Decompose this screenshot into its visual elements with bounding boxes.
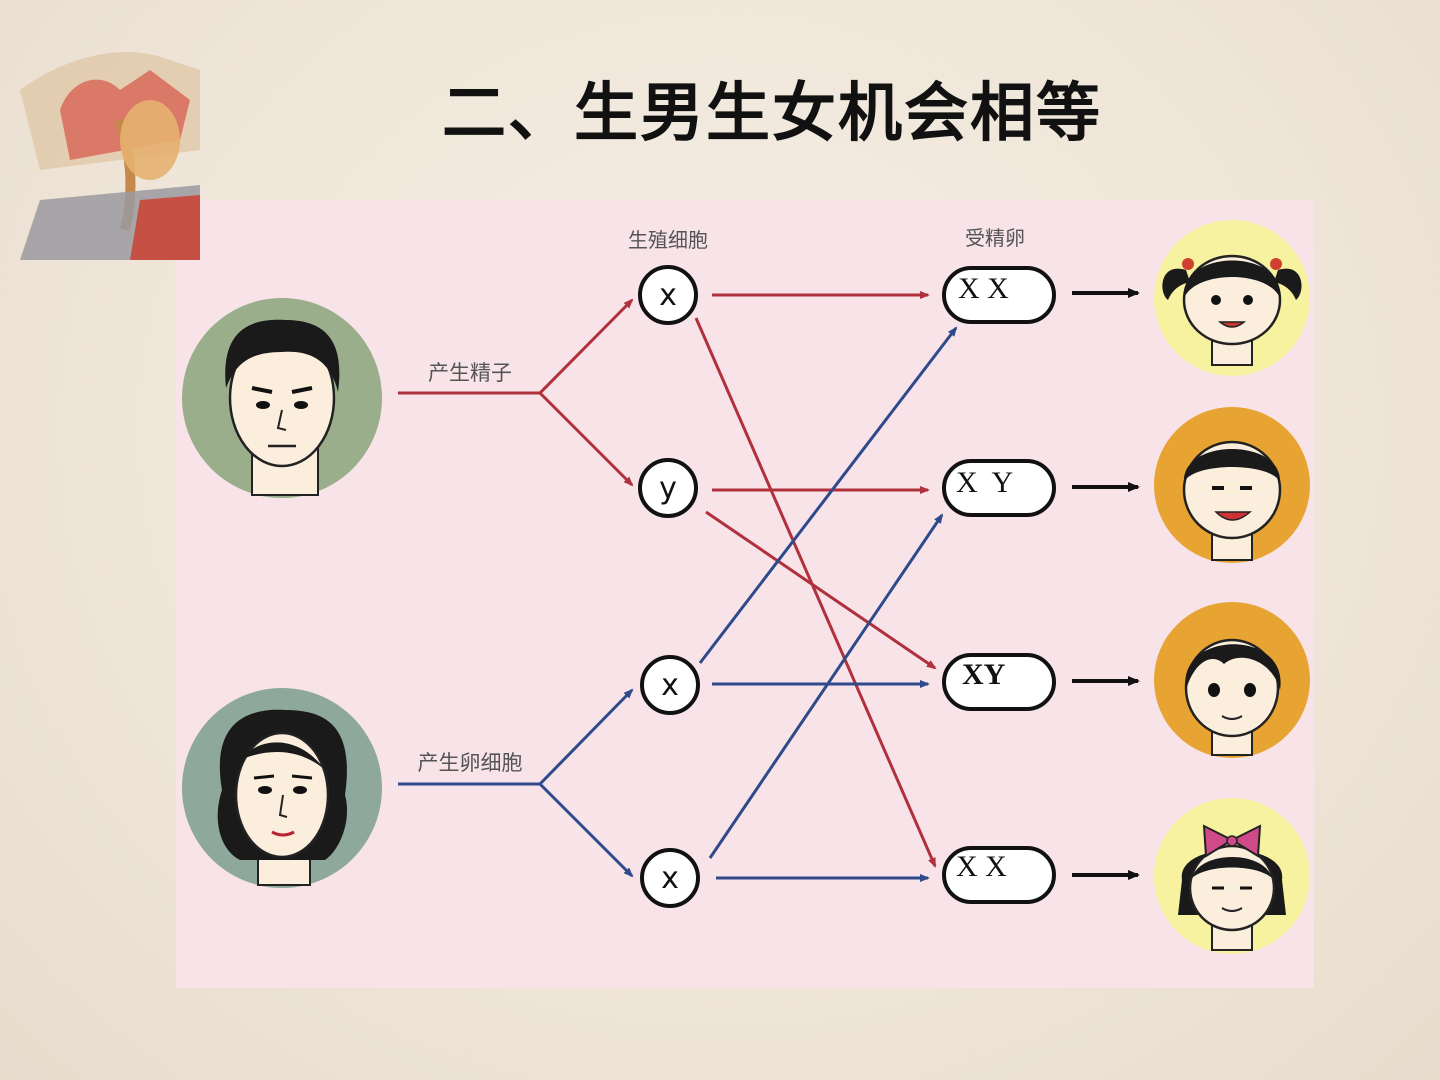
father-label: 产生精子	[428, 361, 512, 385]
child-boy-2	[1154, 602, 1310, 758]
output-arrows	[1072, 288, 1140, 880]
zygote-label: XY	[962, 658, 1006, 691]
child-girl-bow	[1154, 798, 1310, 954]
zygote-label: X X	[956, 850, 1007, 883]
corner-decoration	[20, 51, 200, 260]
gamete-mother-x-2: x	[640, 848, 700, 908]
zygote-label: X X	[958, 272, 1009, 305]
zygote-2: X Y	[942, 459, 1056, 517]
father-paths	[398, 291, 937, 868]
mother-paths	[398, 326, 958, 882]
gamete-father-x: x	[638, 265, 698, 325]
mother-label: 产生卵细胞	[418, 751, 523, 775]
zygote-3: XY	[942, 653, 1056, 711]
child-boy-1	[1154, 407, 1310, 563]
gamete-label: x	[661, 861, 679, 896]
gamete-father-y: y	[638, 458, 698, 518]
header-zygotes: 受精卵	[965, 226, 1025, 250]
header-gametes: 生殖细胞	[628, 228, 708, 252]
zygote-4: X X	[942, 846, 1056, 904]
zygote-1: X X	[942, 266, 1056, 324]
father-portrait	[182, 298, 382, 498]
mother-portrait	[182, 688, 382, 888]
zygote-label: X Y	[956, 466, 1013, 499]
gamete-label: x	[659, 278, 677, 313]
gamete-mother-x-1: x	[640, 655, 700, 715]
gamete-label: x	[661, 668, 679, 703]
gamete-label: y	[659, 471, 677, 506]
diagram-panel	[176, 200, 1314, 988]
page-title: 二、生男生女机会相等	[442, 77, 1102, 151]
child-girl-pigtails	[1154, 220, 1310, 376]
